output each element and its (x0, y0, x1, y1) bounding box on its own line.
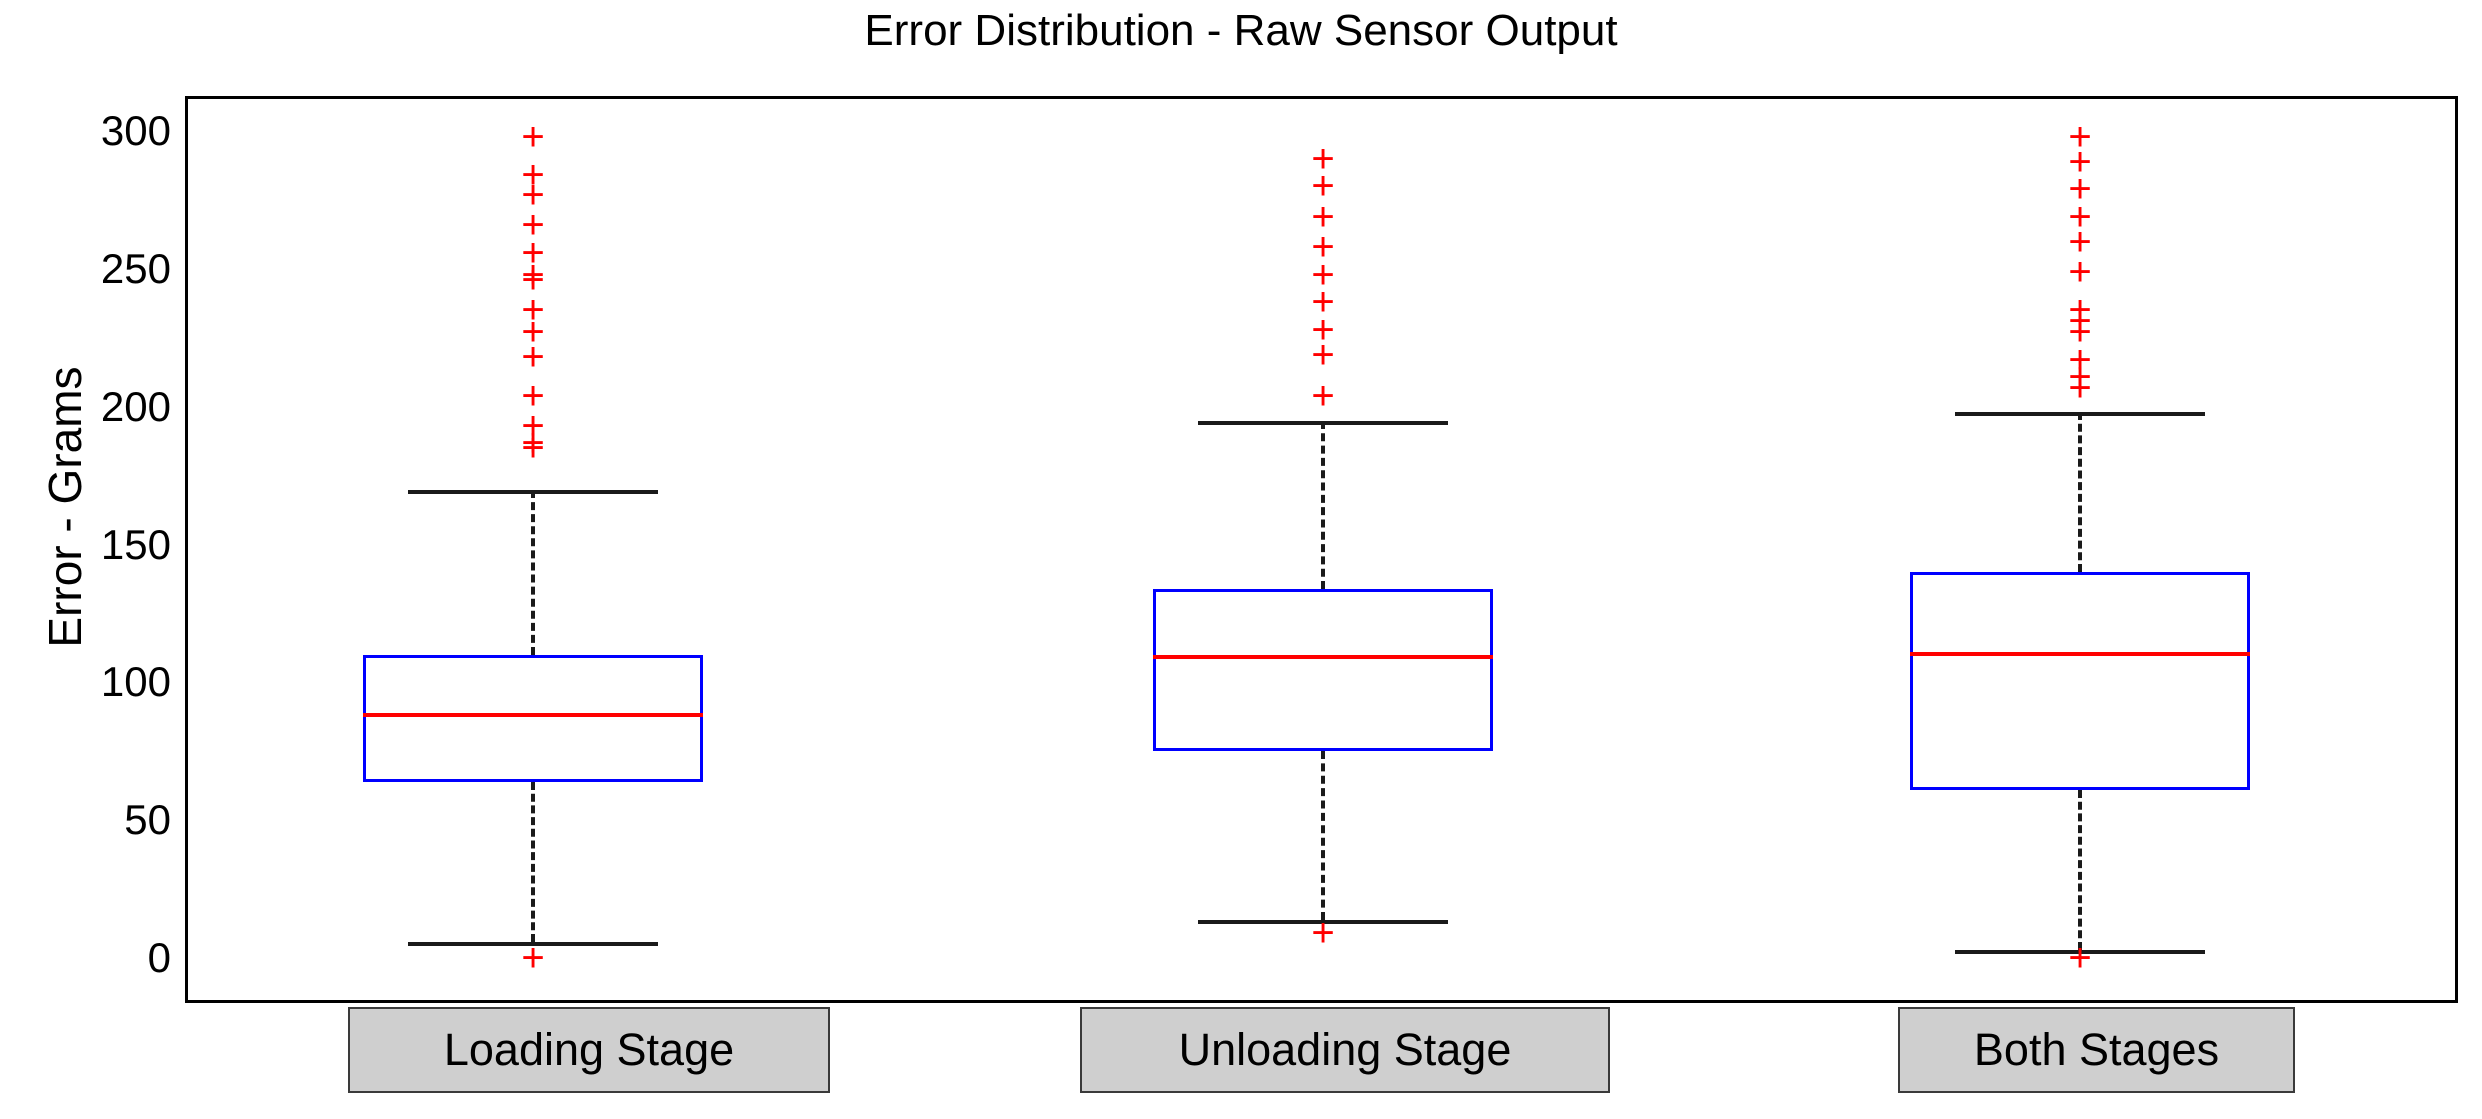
whisker-cap-upper (1955, 412, 2205, 417)
box-plot-group (188, 99, 2455, 1000)
whisker-lower (531, 781, 535, 942)
x-category-label-1: Loading Stage (348, 1007, 830, 1093)
whisker-upper (2078, 412, 2082, 573)
y-tick-label: 50 (124, 796, 171, 844)
whisker-lower (1321, 751, 1325, 920)
y-tick-label: 100 (100, 658, 171, 706)
box-plot-group (188, 99, 2455, 1000)
y-tick-label: 300 (100, 107, 171, 154)
median-line (1910, 652, 2250, 657)
box-iqr (1153, 588, 1493, 752)
y-tick-label: 150 (100, 520, 171, 568)
whisker-upper (531, 489, 535, 655)
median-line (363, 712, 703, 717)
x-category-label-3: Both Stages (1898, 1007, 2295, 1093)
y-axis-label: Error - Grams (39, 366, 91, 648)
y-tick-label: 0 (147, 934, 171, 981)
plot-area (185, 96, 2458, 1003)
whisker-cap-upper (408, 489, 658, 494)
whisker-cap-upper (1198, 420, 1448, 425)
box-plot-group (188, 99, 2455, 1000)
whisker-lower (2078, 790, 2082, 950)
median-line (1153, 655, 1493, 659)
x-category-label-2: Unloading Stage (1080, 1007, 1610, 1093)
chart-title: Error Distribution - Raw Sensor Output (864, 6, 1618, 55)
box-iqr (1910, 572, 2250, 791)
y-tick-label: 200 (100, 382, 171, 430)
box-iqr (363, 655, 703, 782)
whisker-upper (1321, 420, 1325, 589)
y-tick-label: 250 (100, 244, 171, 292)
